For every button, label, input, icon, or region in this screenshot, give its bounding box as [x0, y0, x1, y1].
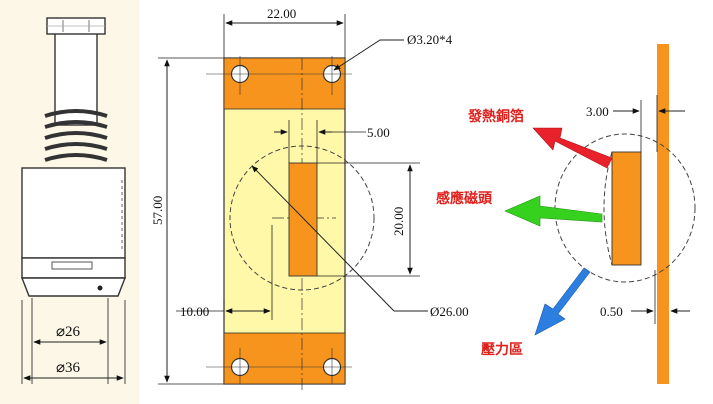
sensor-spring [44, 109, 108, 162]
heating-foil-block [611, 151, 642, 266]
hole-label: Ø3.20*4 [407, 32, 453, 47]
circle-dia-label: Ø26.00 [430, 304, 469, 319]
offset-label: 10.00 [180, 304, 209, 319]
plate-body [223, 57, 346, 385]
slot-height-label: 20.00 [391, 207, 406, 236]
dim-line-circle-dia [251, 165, 395, 312]
bottom-mount-band [223, 332, 346, 385]
sensor-base [20, 277, 127, 297]
sensor-side-view: ⌀26 ⌀36 [0, 0, 139, 404]
pressure-zone-arrow [534, 267, 591, 336]
heating-foil-arrow [532, 127, 613, 169]
sensor-head-arrow [504, 195, 603, 227]
slot-width-label: 5.00 [367, 125, 390, 140]
plate-side-view: 3.00 0.50 發熱銅箔 感應磁頭 壓力區 [436, 44, 696, 384]
sensor-head-label: 感應磁頭 [436, 190, 493, 207]
gap-label: 0.50 [600, 304, 623, 319]
thickness-label: 3.00 [586, 104, 609, 119]
center-slot [288, 162, 318, 277]
hole-leader [333, 39, 404, 71]
plate-front-view: 22.00 57.00 Ø3.20*4 5.00 20.00 10.00 Ø26… [150, 6, 469, 392]
height-label: 57.00 [150, 196, 165, 225]
outer-dia-label: ⌀36 [56, 360, 81, 376]
inner-dia-label: ⌀26 [56, 324, 81, 340]
side-plate [657, 44, 669, 384]
sensor-body [21, 167, 126, 259]
pressure-zone-label: 壓力區 [481, 341, 523, 358]
width-label: 22.00 [267, 6, 296, 21]
sensor-ring [21, 257, 126, 279]
heating-foil-label: 發熱銅箔 [467, 108, 524, 125]
